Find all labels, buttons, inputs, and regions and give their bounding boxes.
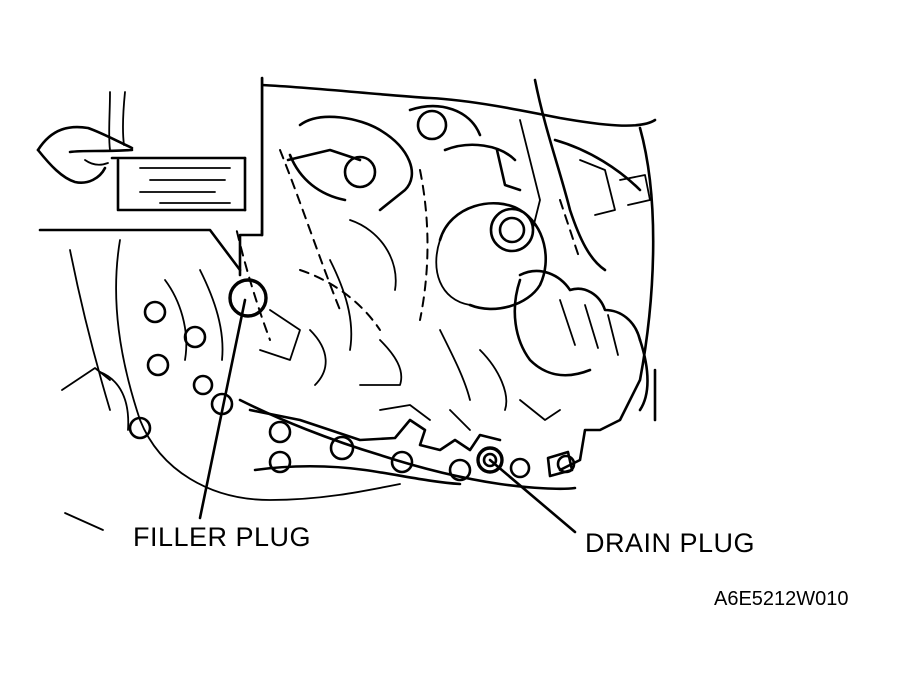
filler-plug-label: FILLER PLUG <box>133 522 312 552</box>
drain-plug-label: DRAIN PLUG <box>585 528 756 558</box>
figure-code: A6E5212W010 <box>714 588 849 610</box>
transmission-case <box>61 76 657 501</box>
oil-level-inset <box>30 70 264 272</box>
finger-pointer <box>36 125 134 184</box>
drain-plug <box>476 446 504 474</box>
bolt-bosses <box>128 300 531 482</box>
filler-plug-leader-line <box>198 298 247 520</box>
stray-stroke <box>64 512 104 531</box>
oil-level-lines <box>139 167 231 204</box>
filler-plug <box>228 278 268 318</box>
drain-plug-leader-line <box>488 458 577 534</box>
